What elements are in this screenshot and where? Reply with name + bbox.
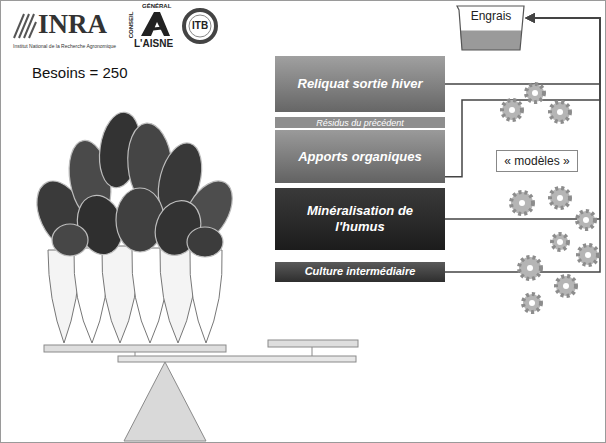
stack-box: Culture intermédiaire [275, 262, 445, 282]
sugar-beets [48, 246, 222, 343]
logo-text: GÉNÉRAL [142, 3, 171, 9]
logo-text: CONSEIL [128, 12, 134, 39]
models-box: « modèles » [496, 150, 578, 172]
connector [445, 18, 600, 219]
node-text: Engrais [471, 9, 512, 23]
beaker-shape [457, 6, 524, 50]
node-text: Minéralisation de l'humus [300, 203, 420, 234]
itb-logo-ring [184, 10, 216, 42]
node-text: Apports organiques [298, 149, 422, 165]
stack-box: Minéralisation de l'humus [275, 188, 445, 250]
logo-text: ITB [192, 20, 208, 31]
stack-box: Reliquat sortie hiver [275, 56, 445, 112]
fertilizer-beaker: Engrais [456, 4, 526, 52]
beet-leaves [27, 110, 242, 262]
node-text: Culture intermédiaire [305, 265, 416, 278]
inra-logo-mark [14, 14, 36, 38]
balance [44, 340, 358, 441]
connector [445, 18, 600, 272]
connector [445, 18, 600, 177]
itb-logo-inner [189, 15, 211, 37]
node-text: Résidus du précédent [316, 118, 404, 128]
gear-cluster [502, 84, 598, 312]
conseil-logo-mark [141, 12, 170, 36]
stack-box: Apports organiques [275, 130, 445, 183]
logo-text: INRA [38, 9, 107, 40]
stack-band: Résidus du précédent [275, 117, 445, 128]
gear-hubs [509, 90, 591, 306]
fertilizer-granules [460, 30, 521, 50]
logo-text: L'AISNE [134, 38, 173, 49]
logo-subtext: Institut National de la Recherche Agrono… [13, 43, 116, 49]
node-text: « modèles » [504, 154, 569, 168]
needs-label: Besoins = 250 [32, 64, 128, 81]
node-text: Reliquat sortie hiver [298, 76, 423, 92]
